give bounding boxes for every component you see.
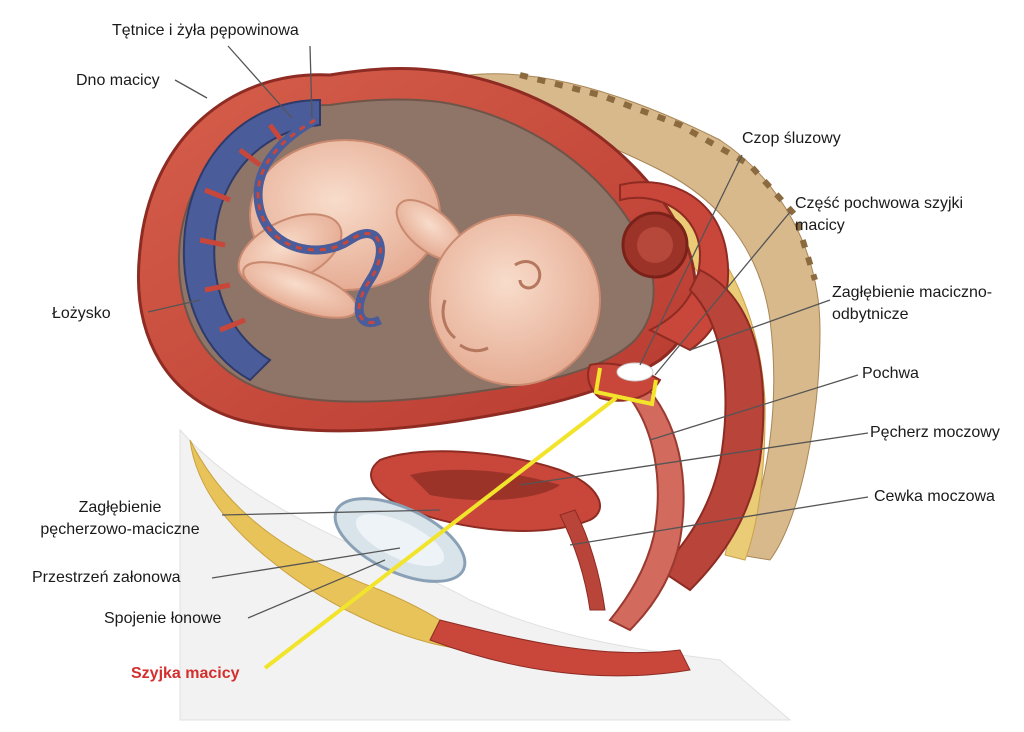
label-placenta: Łożysko	[52, 305, 111, 322]
label-rectouterine-line2: odbytnicze	[832, 306, 909, 323]
label-bladder: Pęcherz moczowy	[870, 424, 1000, 441]
fetus-head	[429, 214, 601, 386]
anal-canal	[658, 268, 765, 592]
leader-rectouterine	[689, 299, 831, 351]
placenta-texture	[199, 123, 287, 333]
leader-vesicouterine	[221, 509, 441, 516]
leader-symphysis	[247, 559, 386, 619]
cervix-bracket	[593, 367, 658, 407]
placenta	[183, 98, 321, 382]
cervix-pointer-line	[263, 396, 618, 670]
leader-fundus	[174, 79, 208, 99]
label-umbilical-vessels: Tętnice i żyła pępowinowa	[112, 22, 299, 39]
label-rectouterine-pouch: Zagłębienie maciczno- odbytnicze	[832, 282, 992, 326]
leader-retropubic	[211, 547, 401, 579]
sacrum	[439, 73, 821, 561]
mucus-plug	[616, 362, 654, 382]
label-vagina: Pochwa	[862, 365, 919, 382]
label-vaginal-part-line2: macicy	[795, 217, 845, 234]
leader-umbilical-2	[309, 45, 313, 119]
label-vesicouterine-line1: Zagłębienie	[78, 499, 162, 516]
leader-vagina	[649, 374, 859, 441]
label-mucus-plug: Czop śluzowy	[742, 130, 841, 147]
leader-placenta	[147, 299, 201, 313]
leader-bladder	[519, 432, 869, 486]
label-rectouterine-line1: Zagłębienie maciczno-	[832, 284, 993, 301]
label-cervix: Szyjka macicy	[131, 665, 240, 682]
label-vesicouterine-line2: pęcherzowo-maciczne	[40, 521, 200, 538]
bladder-lumen	[410, 469, 560, 501]
leader-umbilical	[227, 45, 293, 119]
urethra	[559, 509, 606, 611]
label-pubic-symphysis: Spojenie łonowe	[104, 610, 222, 627]
label-uterine-fundus: Dno macicy	[76, 72, 160, 89]
vertebrae-texture	[519, 72, 818, 281]
label-vaginal-part-line1: Część pochwowa szyjki	[795, 195, 964, 212]
leader-lines	[147, 45, 869, 619]
cervix-highlight-marker	[263, 367, 658, 670]
leader-cervix-vaginal	[654, 211, 791, 376]
leader-mucus-plug	[639, 154, 743, 366]
label-retropubic-space: Przestrzeń załonowa	[32, 569, 181, 586]
umbilical-artery	[256, 118, 382, 324]
fetus-ear	[514, 259, 542, 290]
label-vaginal-part-of-cervix: Część pochwowa szyjki macicy	[795, 193, 963, 237]
fetus-face	[441, 299, 489, 353]
leader-urethra	[569, 496, 869, 546]
label-vesicouterine-pouch: Zagłębienie pęcherzowo-maciczne	[20, 497, 220, 541]
vagina	[608, 378, 685, 632]
label-urethra: Cewka moczowa	[874, 488, 995, 505]
perineal-muscle	[429, 619, 691, 677]
